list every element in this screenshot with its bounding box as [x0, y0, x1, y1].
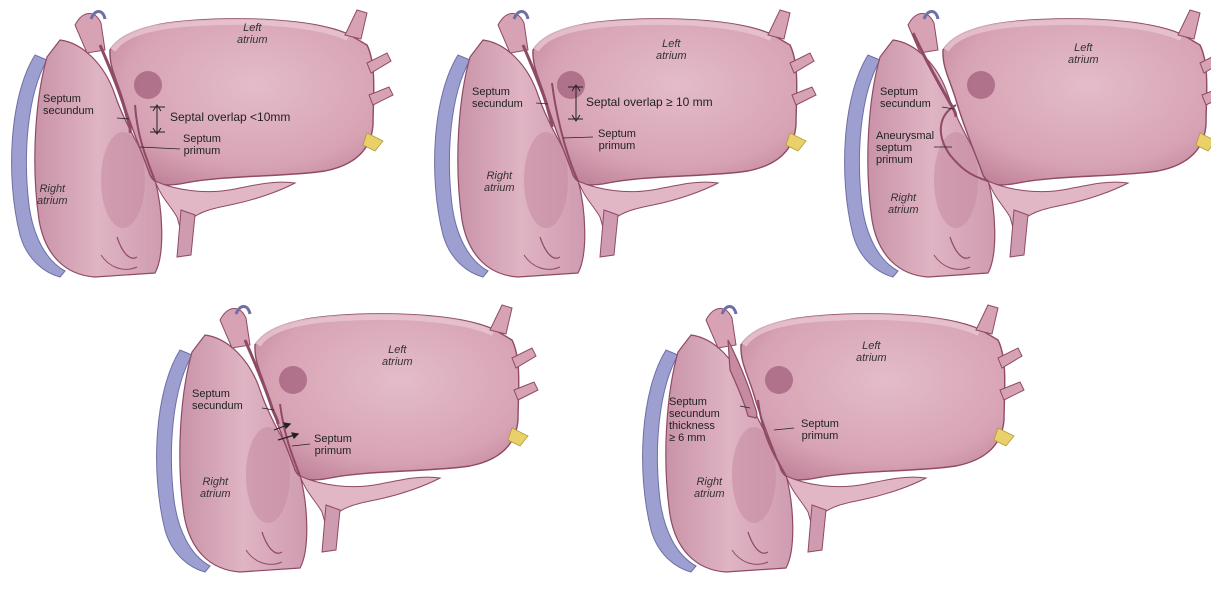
heart-illustration [428, 5, 828, 305]
septal-overlap-label: Septal overlap ≥ 10 mm [586, 96, 713, 108]
septal-overlap-label: Septal overlap <10mm [170, 111, 290, 123]
heart-illustration [636, 300, 1036, 600]
